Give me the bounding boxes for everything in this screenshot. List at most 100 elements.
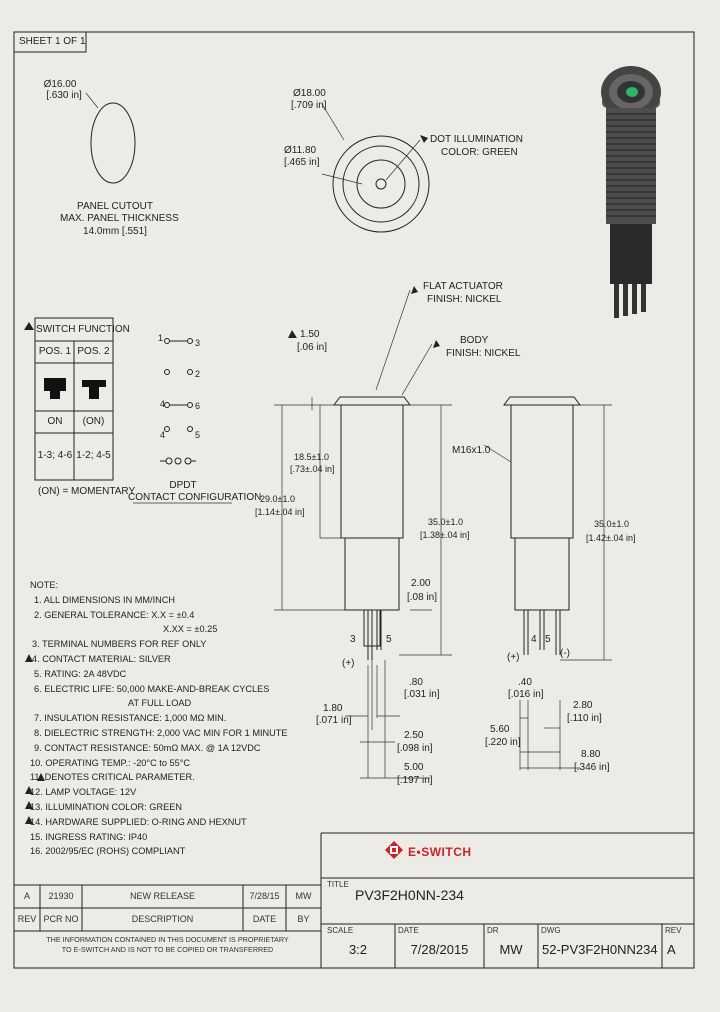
dim-8-80-in: [.346 in] xyxy=(574,762,610,773)
dim-2-50: 2.50 xyxy=(404,730,424,741)
sheet-label-box xyxy=(13,31,87,53)
note-line: 8. DIELECTRIC STRENGTH: 2,000 VAC MIN FO… xyxy=(34,727,288,738)
eswitch-logo-text: E•SWITCH xyxy=(408,845,472,859)
actuator-finish-note: FINISH: NICKEL xyxy=(427,294,502,305)
proprietary-notice-1: THE INFORMATION CONTAINED IN THIS DOCUME… xyxy=(46,935,289,944)
note-line: 9. CONTACT RESISTANCE: 50mΩ MAX. @ 1A 12… xyxy=(34,742,261,753)
rear-minus-label: (-) xyxy=(560,648,570,659)
date-label: DATE xyxy=(398,926,419,935)
dwg-label: DWG xyxy=(541,926,561,935)
note-line: 7. INSULATION RESISTANCE: 1,000 MΩ MIN. xyxy=(34,713,227,724)
top-view-outer-in: [.709 in] xyxy=(291,100,327,111)
note-line: 11. DENOTES CRITICAL PARAMETER. xyxy=(30,772,195,783)
side-pin-3: 3 xyxy=(350,634,356,645)
note-line: 4. CONTACT MATERIAL: SILVER xyxy=(32,653,171,664)
critical-triangle-icon xyxy=(25,786,33,794)
notes-block: NOTE: 1. ALL DIMENSIONS IN MM/INCH 2. GE… xyxy=(30,578,288,859)
dim-2-50-in: [.098 in] xyxy=(397,743,433,754)
dim-35-0-in: [1.38±.04 in] xyxy=(420,530,470,540)
panel-cutout-title: PANEL CUTOUT xyxy=(77,201,153,212)
dim-29-0: 29.0±1.0 xyxy=(260,494,295,504)
part-title: PV3F2H0NN-234 xyxy=(355,887,464,903)
dot-color-note: COLOR: GREEN xyxy=(441,147,518,158)
product-render-image xyxy=(601,66,661,318)
dim-1-80-in: [.071 in] xyxy=(316,715,352,726)
panel-cutout-dia-in: [.630 in] xyxy=(46,90,82,101)
rear-dim-35-0: 35.0±1.0 xyxy=(594,519,629,529)
dim-0-40-in: [.016 in] xyxy=(508,689,544,700)
body-finish-note: FINISH: NICKEL xyxy=(446,348,521,359)
dim-0-40: .40 xyxy=(518,677,532,688)
description-header: DESCRIPTION xyxy=(131,914,194,924)
rev-label: REV xyxy=(665,926,682,935)
pos1-state: ON xyxy=(47,416,63,427)
pos2-contacts: 1-2; 4-5 xyxy=(76,450,111,461)
note-line: 6. ELECTRIC LIFE: 50,000 MAKE-AND-BREAK … xyxy=(34,683,270,694)
contact-config-diagram xyxy=(133,338,232,504)
date-cell: 7/28/15 xyxy=(249,891,280,901)
dim-29-0-in: [1.14±.04 in] xyxy=(255,507,305,517)
dim-1-50-in: [.06 in] xyxy=(297,342,328,353)
pcr-cell: 21930 xyxy=(48,891,74,901)
dwg-number: 52-PV3F2H0NN234 xyxy=(542,942,658,957)
side-plus-label: (+) xyxy=(342,658,355,669)
rear-pin-5: 5 xyxy=(545,634,551,645)
by-cell: MW xyxy=(295,891,312,901)
momentary-legend: (ON) = MOMENTARY xyxy=(38,486,136,497)
note-line: X.XX = ±0.25 xyxy=(163,624,218,635)
dim-0-80: .80 xyxy=(409,677,423,688)
dim-2-00: 2.00 xyxy=(411,578,431,589)
sheet-label: SHEET 1 OF 1 xyxy=(19,36,86,47)
title-block xyxy=(13,832,694,969)
note-line: 15. INGRESS RATING: IP40 xyxy=(30,831,148,842)
rev-value: A xyxy=(667,942,676,957)
pos1-header: POS. 1 xyxy=(38,346,72,357)
rear-view xyxy=(483,396,612,770)
pin-label: 4 xyxy=(160,399,166,409)
pos2-button-icon xyxy=(82,380,106,399)
pin-label: 1 xyxy=(158,333,164,343)
note-line: 5. RATING: 2A 48VDC xyxy=(34,668,127,679)
note-line: AT FULL LOAD xyxy=(128,698,192,709)
side-pin-5: 5 xyxy=(386,634,392,645)
revision-table xyxy=(13,884,322,932)
panel-cutout-dia-mm: Ø16.00 xyxy=(43,79,77,90)
drawn-by-label: DR xyxy=(487,926,499,935)
drawn-by-value: MW xyxy=(499,942,523,957)
date-header: DATE xyxy=(252,914,277,924)
top-view-outer-mm: Ø18.00 xyxy=(293,88,326,99)
side-view xyxy=(274,286,452,779)
dim-2-80: 2.80 xyxy=(573,700,593,711)
dim-5-60: 5.60 xyxy=(490,724,510,735)
rear-plus-label: (+) xyxy=(507,652,520,663)
dim-5-00: 5.00 xyxy=(404,762,424,773)
top-view-inner-in: [.465 in] xyxy=(284,157,320,168)
critical-triangle-icon xyxy=(433,340,440,348)
scale-label: SCALE xyxy=(327,926,354,935)
critical-triangle-icon xyxy=(288,330,297,338)
dim-0-80-in: [.031 in] xyxy=(404,689,440,700)
dot-illumination-note: DOT ILLUMINATION xyxy=(430,134,523,145)
note-line: 12. LAMP VOLTAGE: 12V xyxy=(30,787,137,798)
rear-dim-35-0-in: [1.42±.04 in] xyxy=(586,533,636,543)
critical-triangle-icon xyxy=(25,801,33,809)
pos1-button-icon xyxy=(44,378,66,399)
by-header: BY xyxy=(297,914,310,924)
description-cell: NEW RELEASE xyxy=(129,891,196,901)
pin-label: 2 xyxy=(195,369,201,379)
dim-1-50: 1.50 xyxy=(300,329,320,340)
pos1-contacts: 1-3; 4-6 xyxy=(37,450,73,461)
green-dot-illumination xyxy=(626,87,638,97)
dim-8-80: 8.80 xyxy=(581,749,601,760)
pin-label: 4 xyxy=(160,430,166,440)
note-line: 10. OPERATING TEMP.: -20°C to 55°C xyxy=(30,757,191,768)
note-line: 3. TERMINAL NUMBERS FOR REF ONLY xyxy=(32,639,207,650)
critical-triangle-icon xyxy=(24,322,34,330)
dim-2-00-in: [.08 in] xyxy=(407,592,438,603)
dim-5-60-in: [.220 in] xyxy=(485,737,521,748)
note-line: 14. HARDWARE SUPPLIED: O-RING AND HEXNUT xyxy=(30,816,247,827)
panel-cutout-view xyxy=(85,92,136,184)
critical-triangle-icon xyxy=(420,135,428,143)
actuator-note: FLAT ACTUATOR xyxy=(423,281,503,292)
